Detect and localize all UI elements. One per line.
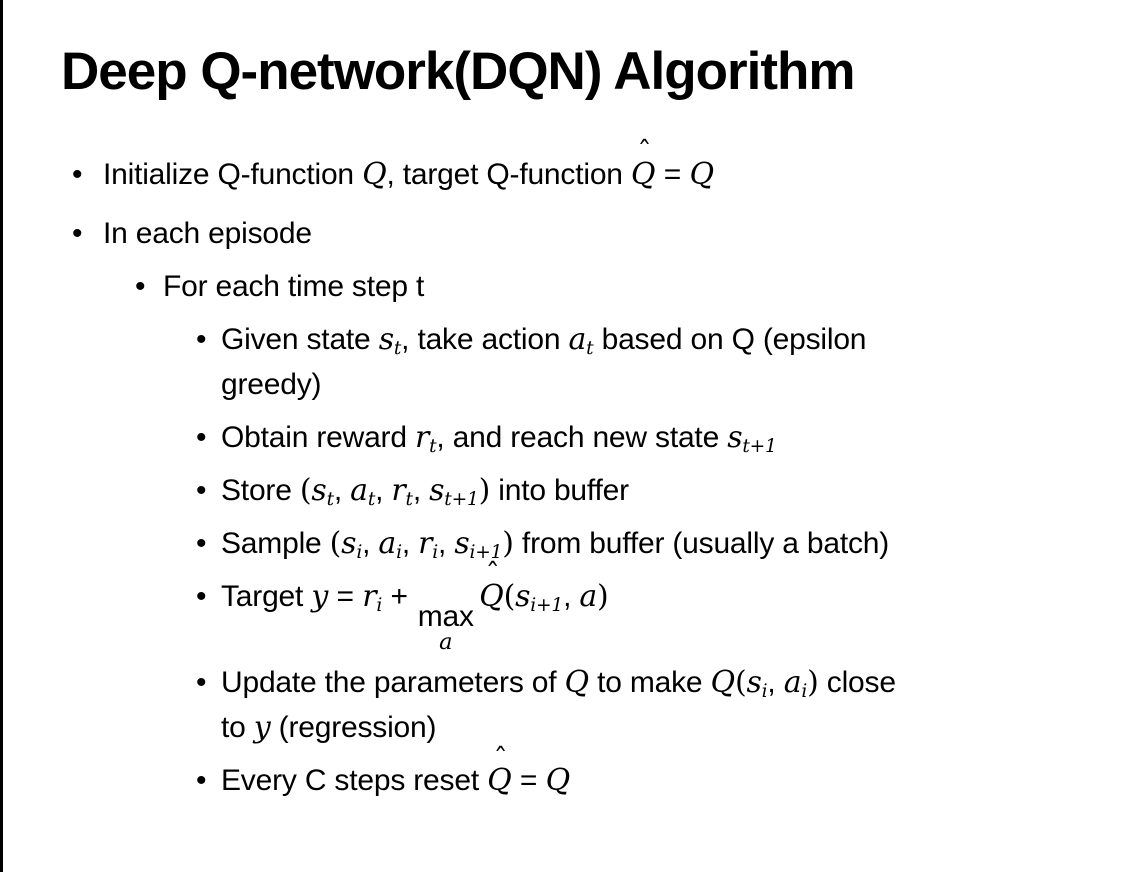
math-subscript: i+1 bbox=[530, 595, 564, 617]
list-item: •Given state st, take action at based on… bbox=[3, 317, 1103, 407]
math-paren: ( bbox=[299, 473, 312, 508]
bullet-icon: • bbox=[196, 764, 207, 798]
math-var: s bbox=[727, 420, 743, 455]
math-var: s bbox=[515, 579, 531, 614]
list-item: • Update the parameters of Q to make Q(si… bbox=[3, 660, 1103, 750]
math-paren: ( bbox=[503, 579, 516, 614]
math-var: a bbox=[568, 322, 587, 357]
bullet-text: Given state st, take action at based on … bbox=[221, 322, 867, 401]
bullet-text: For each time step t bbox=[163, 270, 425, 303]
bullet-list: • Initialize Q-function Q, target Q-funct… bbox=[3, 139, 1103, 803]
math-var: a bbox=[378, 526, 397, 561]
math-subscript: t bbox=[429, 436, 437, 458]
bullet-icon: • bbox=[196, 527, 207, 560]
math-var: Q bbox=[362, 157, 387, 192]
bullet-icon: • bbox=[196, 580, 207, 613]
math-var: r bbox=[414, 420, 430, 455]
math-paren: ) bbox=[807, 665, 819, 701]
math-var: r bbox=[391, 473, 406, 508]
math-var: Q bbox=[479, 579, 504, 614]
math-var: s bbox=[311, 473, 327, 508]
bullet-text: Obtain reward rt, and reach new state st… bbox=[221, 420, 777, 458]
math-var: y bbox=[311, 579, 329, 614]
math-subscript: t+1 bbox=[444, 489, 479, 511]
math-var: r bbox=[362, 579, 377, 614]
list-item: • For each time step t bbox=[3, 264, 1103, 309]
math-var: Q bbox=[630, 157, 656, 192]
hat-accent-icon: ˆ bbox=[485, 558, 500, 592]
math-var: s bbox=[746, 665, 762, 701]
math-subscript: i bbox=[432, 542, 439, 564]
math-operator: = bbox=[519, 764, 538, 798]
math-var: r bbox=[418, 526, 433, 561]
bullet-text: In each episode bbox=[103, 217, 312, 250]
list-item: • In each episode bbox=[3, 211, 1103, 256]
math-operator: = bbox=[663, 158, 682, 191]
math-subscript: i bbox=[356, 542, 363, 564]
math-var: Q bbox=[689, 157, 714, 192]
bullet-text: Initialize Q-function Q, target Q-functi… bbox=[103, 139, 714, 197]
bullet-text: Sample (si, ai, ri, si+1) from buffer (u… bbox=[221, 526, 890, 564]
bullet-icon: • bbox=[196, 666, 207, 700]
math-subscript: i bbox=[396, 542, 402, 564]
math-var: Q bbox=[487, 763, 512, 799]
math-paren: ) bbox=[478, 473, 491, 508]
math-subscript: t bbox=[326, 489, 334, 511]
math-var: a bbox=[350, 473, 368, 508]
math-var: s bbox=[341, 526, 357, 561]
bullet-icon: • bbox=[196, 421, 207, 454]
math-paren: ( bbox=[329, 526, 342, 561]
math-var: s bbox=[454, 526, 470, 561]
bullet-icon: • bbox=[72, 158, 83, 191]
math-paren: ) bbox=[502, 526, 514, 561]
math-operator: = bbox=[336, 580, 354, 613]
hat-accent-icon: ˆ bbox=[637, 136, 652, 170]
math-paren: ( bbox=[734, 665, 747, 701]
under-script: a bbox=[439, 629, 453, 655]
bullet-icon: • bbox=[196, 474, 207, 507]
math-paren: ) bbox=[597, 579, 609, 614]
math-subscript: t bbox=[367, 489, 376, 511]
max-operator: max bbox=[417, 600, 474, 633]
bullet-text: Update the parameters of Q to make Q(si,… bbox=[221, 665, 896, 746]
bullet-text: Store (st, at, rt, st+1) into buffer bbox=[221, 473, 629, 511]
math-var: s bbox=[378, 322, 394, 357]
math-var: Q bbox=[564, 665, 590, 701]
math-var: y bbox=[253, 710, 271, 746]
math-var: a bbox=[783, 665, 802, 701]
slide-title: Deep Q-network(DQN) Algorithm bbox=[61, 42, 855, 101]
math-subscript: i+1 bbox=[469, 542, 503, 564]
list-item: • Initialize Q-function Q, target Q-funct… bbox=[3, 139, 1103, 197]
math-subscript: t bbox=[405, 489, 413, 511]
list-item: • Sample (si, ai, ri, si+1) from buffer (… bbox=[3, 521, 1103, 566]
hat-accent-icon: ˆ bbox=[493, 742, 508, 776]
list-item: •Obtain reward rt, and reach new state s… bbox=[3, 415, 1103, 460]
bullet-icon: • bbox=[72, 217, 83, 250]
math-subscript: i bbox=[801, 681, 808, 703]
bullet-icon: • bbox=[196, 323, 207, 356]
math-operator: + bbox=[390, 580, 408, 613]
math-var: a bbox=[579, 579, 598, 614]
math-subscript: t bbox=[586, 338, 594, 360]
math-subscript: t+1 bbox=[742, 436, 777, 458]
math-subscript: t bbox=[393, 338, 402, 360]
list-item: • Store (st, at, rt, st+1) into buffer bbox=[3, 468, 1103, 513]
math-var: s bbox=[429, 473, 445, 508]
math-var: Q bbox=[545, 763, 571, 799]
math-subscript: i bbox=[761, 681, 768, 703]
math-subscript: i bbox=[376, 595, 383, 617]
bullet-icon: • bbox=[135, 270, 146, 303]
math-var: Q bbox=[710, 665, 736, 701]
